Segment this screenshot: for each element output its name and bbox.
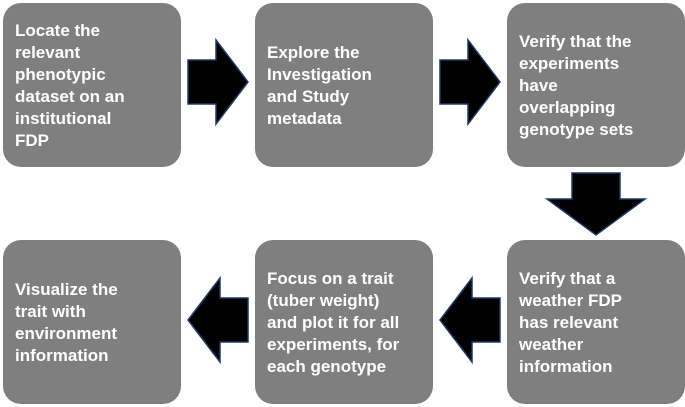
step-box-verify-weather: Verify that a weather FDP has relevant w… xyxy=(507,240,685,404)
step-label-focus-trait: Focus on a trait (tuber weight) and plot… xyxy=(267,269,400,376)
step-box-verify-genotypes: Verify that the experiments have overlap… xyxy=(507,3,685,167)
step-label-verify-weather: Verify that a weather FDP has relevant w… xyxy=(519,269,622,376)
step-label-visualize-trait: Visualize the trait with environment inf… xyxy=(15,280,118,365)
step-label-explore-metadata: Explore the Investigation and Study meta… xyxy=(267,43,372,128)
step-box-focus-trait: Focus on a trait (tuber weight) and plot… xyxy=(255,240,433,404)
step-box-locate-dataset: Locate the relevant phenotypic dataset o… xyxy=(3,3,181,167)
step-label-verify-genotypes: Verify that the experiments have overlap… xyxy=(519,32,634,139)
step-box-explore-metadata: Explore the Investigation and Study meta… xyxy=(255,3,433,167)
arrow-right-1-icon xyxy=(187,37,249,127)
step-box-visualize-trait: Visualize the trait with environment inf… xyxy=(3,240,181,404)
arrow-left-2-icon xyxy=(187,275,249,365)
arrow-left-1-icon xyxy=(439,275,501,365)
step-label-locate-dataset: Locate the relevant phenotypic dataset o… xyxy=(15,21,125,150)
arrow-right-2-icon xyxy=(439,37,501,127)
arrow-down-icon xyxy=(544,172,648,236)
